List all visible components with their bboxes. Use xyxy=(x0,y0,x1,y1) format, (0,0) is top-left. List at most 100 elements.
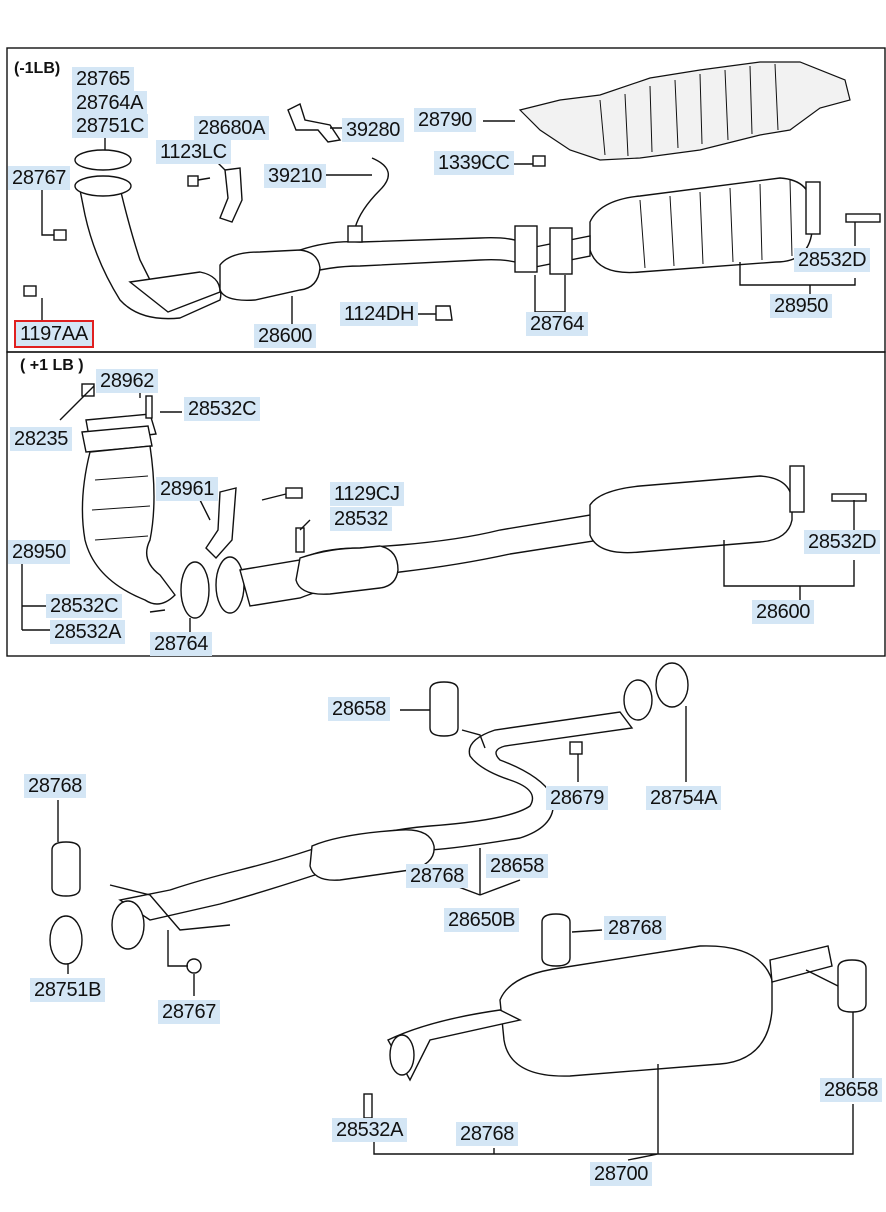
part-label-28768-a[interactable]: 28768 xyxy=(24,774,87,798)
gasket-28764-mid xyxy=(180,561,210,619)
part-label-39280[interactable]: 39280 xyxy=(342,118,405,142)
hanger-28768-left xyxy=(51,841,81,897)
nut-1339CC xyxy=(532,155,546,167)
part-label-28235[interactable]: 28235 xyxy=(10,427,73,451)
front-pipe-middle xyxy=(239,514,601,607)
part-label-28950-mid[interactable]: 28950 xyxy=(8,540,71,564)
part-label-28764-mid[interactable]: 28764 xyxy=(150,632,213,656)
part-label-28768-d[interactable]: 28768 xyxy=(456,1122,519,1146)
hanger-rod-top xyxy=(461,729,486,749)
nut-28767-bot xyxy=(186,958,202,974)
gasket-28751B xyxy=(49,915,83,965)
stud-28532D-mid xyxy=(831,493,867,502)
front-pipe-top xyxy=(299,235,591,276)
hanger-28768-muffler xyxy=(541,913,571,967)
gasket-flange-1 xyxy=(514,225,538,273)
nut-28235 xyxy=(81,383,95,397)
part-label-28754a[interactable]: 28754A xyxy=(646,786,722,810)
manifold-outlet xyxy=(128,271,221,313)
part-label-28532-mid[interactable]: 28532 xyxy=(330,507,393,531)
flange-front-pipe xyxy=(215,556,245,614)
part-label-28962[interactable]: 28962 xyxy=(96,369,159,393)
stud-28532C xyxy=(145,395,153,419)
resonator-middle xyxy=(589,475,793,554)
center-resonator xyxy=(309,829,435,881)
part-label-28700[interactable]: 28700 xyxy=(590,1162,653,1186)
bottom-leader-lines xyxy=(57,706,854,1161)
gasket-28754A xyxy=(655,662,689,708)
part-label-28751b[interactable]: 28751B xyxy=(30,978,106,1002)
hanger-rod-front xyxy=(109,884,231,931)
part-label-28768-b[interactable]: 28768 xyxy=(406,864,469,888)
part-label-28658-b[interactable]: 28658 xyxy=(486,854,549,878)
muffler-flange xyxy=(389,1034,415,1076)
part-label-1123lc[interactable]: 1123LC xyxy=(156,140,231,164)
bolt-1129CJ xyxy=(285,487,303,499)
part-label-28532c-mid2[interactable]: 28532C xyxy=(46,594,123,618)
part-label-28768-c[interactable]: 28768 xyxy=(604,916,667,940)
converter-ribs xyxy=(639,179,793,269)
bracket-28680A xyxy=(219,167,243,223)
part-label-1197aa[interactable]: 1197AA xyxy=(14,320,94,348)
hanger-28658-top xyxy=(429,681,459,737)
part-label-28600-top[interactable]: 28600 xyxy=(254,324,317,348)
part-label-28764-top[interactable]: 28764 xyxy=(526,312,589,336)
muffler-inlet-pipe xyxy=(387,1009,523,1082)
bottom-assembly xyxy=(49,662,867,1161)
part-label-28790[interactable]: 28790 xyxy=(414,108,477,132)
part-label-28532c-mid[interactable]: 28532C xyxy=(184,397,261,421)
bolt-1123LC xyxy=(187,175,199,187)
section-frame-middle xyxy=(6,351,886,657)
part-label-28600-mid[interactable]: 28600 xyxy=(752,600,815,624)
bracket-28961 xyxy=(205,487,237,560)
part-label-28679[interactable]: 28679 xyxy=(546,786,609,810)
resonator-flange xyxy=(789,465,805,513)
oxygen-sensor xyxy=(347,225,363,243)
part-label-28680a[interactable]: 28680A xyxy=(194,116,270,140)
part-label-28532a-bot[interactable]: 28532A xyxy=(332,1118,408,1142)
part-label-28650b[interactable]: 28650B xyxy=(444,908,520,932)
top-assembly xyxy=(23,61,881,325)
part-label-28767-bot[interactable]: 28767 xyxy=(158,1000,221,1024)
gasket-28962-b xyxy=(81,425,153,453)
resonator-top xyxy=(219,249,321,301)
section-note-top: (-1LB) xyxy=(14,60,61,77)
middle-silencer xyxy=(295,545,399,595)
oxygen-sensor-wire xyxy=(354,157,389,229)
bolt-1124DH xyxy=(435,305,453,321)
part-label-1129cj[interactable]: 1129CJ xyxy=(330,482,404,506)
bolt-28532 xyxy=(295,527,305,553)
bracket-39280 xyxy=(287,103,342,143)
part-label-28658-a[interactable]: 28658 xyxy=(328,697,391,721)
flange-center-pipe xyxy=(623,679,653,721)
part-label-28765[interactable]: 28765 xyxy=(72,67,135,91)
part-label-28532d-top[interactable]: 28532D xyxy=(794,248,871,272)
tail-pipe xyxy=(769,945,833,983)
part-label-28767-top[interactable]: 28767 xyxy=(8,166,71,190)
stud-28532D-top xyxy=(845,213,881,223)
part-label-28658-c[interactable]: 28658 xyxy=(820,1078,883,1102)
stud-28532A-bot xyxy=(363,1093,373,1119)
part-label-28961[interactable]: 28961 xyxy=(156,477,219,501)
part-label-28764a[interactable]: 28764A xyxy=(72,91,148,115)
middle-leader-lines xyxy=(21,382,855,632)
gasket-flange-2 xyxy=(549,227,573,275)
part-label-1124dh[interactable]: 1124DH xyxy=(340,302,419,326)
nut-28679 xyxy=(569,741,583,755)
flange-front xyxy=(111,900,145,950)
middle-assembly xyxy=(21,382,867,632)
part-label-28532a-mid[interactable]: 28532A xyxy=(50,620,126,644)
heat-shield xyxy=(518,61,851,161)
catalytic-converter-middle xyxy=(81,445,176,605)
gasket-28764A xyxy=(74,149,132,171)
part-label-39210[interactable]: 39210 xyxy=(264,164,327,188)
hanger-28658-rear xyxy=(837,959,867,1013)
bolt-1197AA xyxy=(23,285,37,297)
part-label-28950-top[interactable]: 28950 xyxy=(770,294,833,318)
part-label-1339cc[interactable]: 1339CC xyxy=(434,151,514,175)
gasket-28751C xyxy=(74,175,132,197)
nut-28767-top xyxy=(53,229,67,241)
part-label-28532d-mid[interactable]: 28532D xyxy=(804,530,881,554)
part-label-28751c[interactable]: 28751C xyxy=(72,114,149,138)
